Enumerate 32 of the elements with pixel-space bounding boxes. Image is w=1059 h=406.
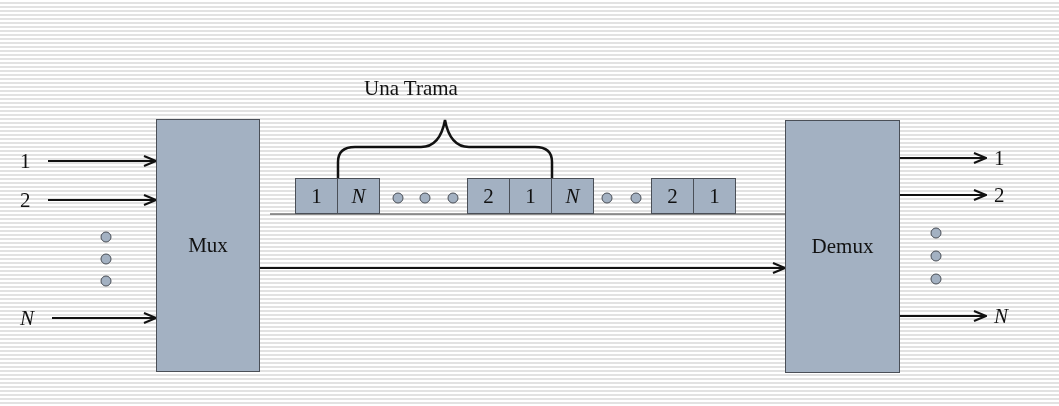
arrow: [47, 194, 157, 206]
arrow: [51, 312, 157, 324]
channel-label: N: [20, 307, 38, 329]
time-slot: [337, 178, 380, 214]
arrow: [899, 310, 987, 322]
box-label: 1: [311, 185, 322, 207]
channel-label: 1: [20, 150, 34, 172]
channel-label: 2: [994, 184, 1008, 206]
time-slot: [467, 178, 510, 214]
time-slot: [295, 178, 338, 214]
box-label: Mux: [188, 235, 228, 256]
arrow: [259, 262, 786, 274]
arrow: [899, 152, 987, 164]
process-box: [156, 119, 260, 372]
frame-caption: Una Trama: [364, 76, 458, 101]
process-box: [785, 120, 900, 373]
arrow: [47, 155, 157, 167]
channel-label: 2: [20, 189, 34, 211]
box-label: 2: [483, 185, 494, 207]
arrow: [899, 189, 987, 201]
box-label: N: [351, 185, 366, 207]
box-label: N: [565, 185, 580, 207]
channel-label: 1: [994, 147, 1008, 169]
box-label: 1: [709, 185, 720, 207]
time-slot: [509, 178, 552, 214]
channel-label: N: [994, 305, 1014, 327]
time-slot: [551, 178, 594, 214]
box-label: 1: [525, 185, 536, 207]
time-slot: [693, 178, 736, 214]
box-label: 2: [667, 185, 678, 207]
box-label: Demux: [811, 236, 874, 257]
time-slot: [651, 178, 694, 214]
